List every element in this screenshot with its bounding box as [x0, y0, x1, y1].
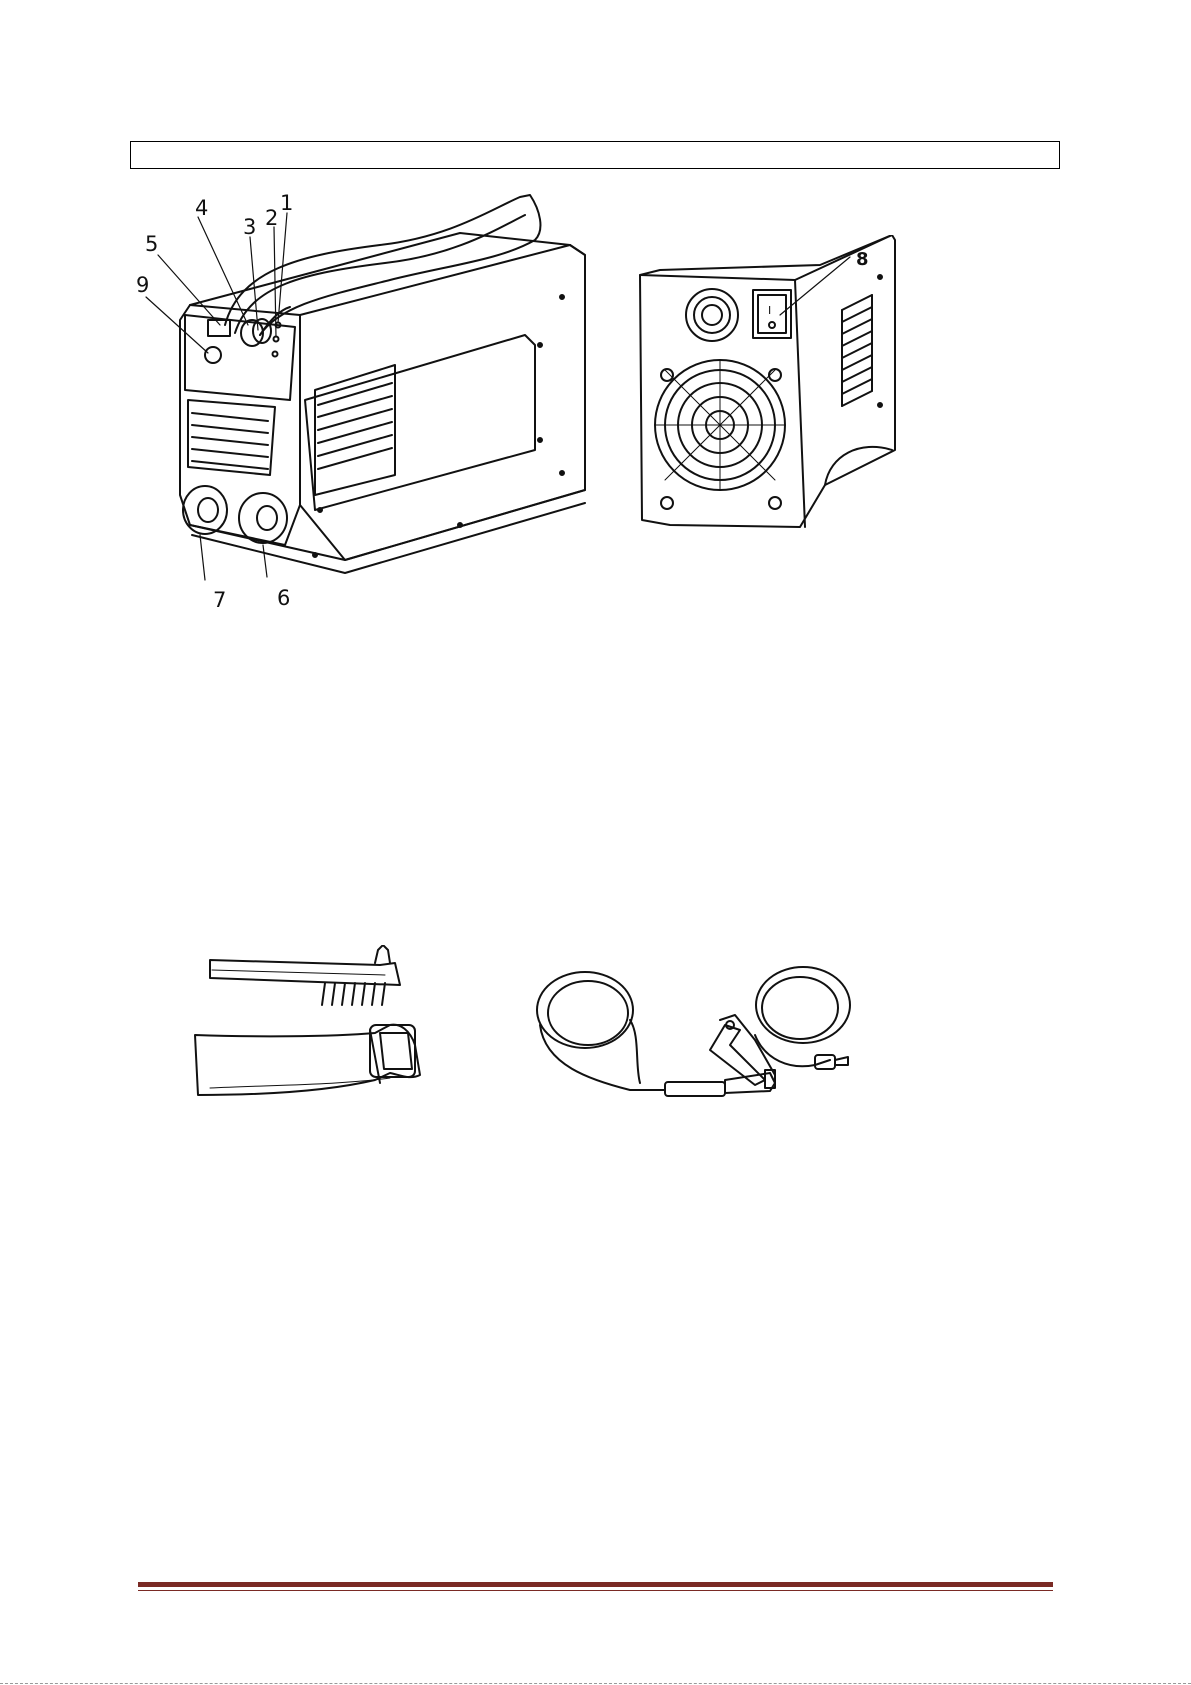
callout-8: 8	[856, 249, 869, 270]
caption-box	[130, 141, 1060, 169]
callout-2: 2	[265, 206, 278, 230]
accessory-brush-and-strap	[190, 945, 450, 1105]
footer-rule-thick	[138, 1582, 1053, 1587]
page-bottom-edge	[0, 1683, 1191, 1684]
callout-5: 5	[145, 232, 158, 256]
callout-6: 6	[277, 586, 290, 610]
switch-on-mark: I	[768, 304, 771, 317]
welding-cables-illustration	[530, 965, 860, 1110]
footer-rule-thin	[138, 1590, 1053, 1591]
welder-front-view: 1 2 3 4 5 9 7 6	[130, 185, 610, 625]
welder-rear-view: I 8	[630, 235, 940, 535]
callout-9: 9	[136, 273, 149, 297]
callout-7: 7	[213, 588, 226, 612]
welder-rear-illustration: I 8	[630, 235, 940, 535]
brush-and-strap-illustration	[190, 945, 450, 1105]
welder-front-illustration: 1 2 3 4 5 9 7 6	[130, 185, 610, 625]
callout-1: 1	[280, 191, 293, 215]
callout-3: 3	[243, 215, 256, 239]
callout-4: 4	[195, 196, 208, 220]
accessory-cables	[530, 965, 860, 1110]
